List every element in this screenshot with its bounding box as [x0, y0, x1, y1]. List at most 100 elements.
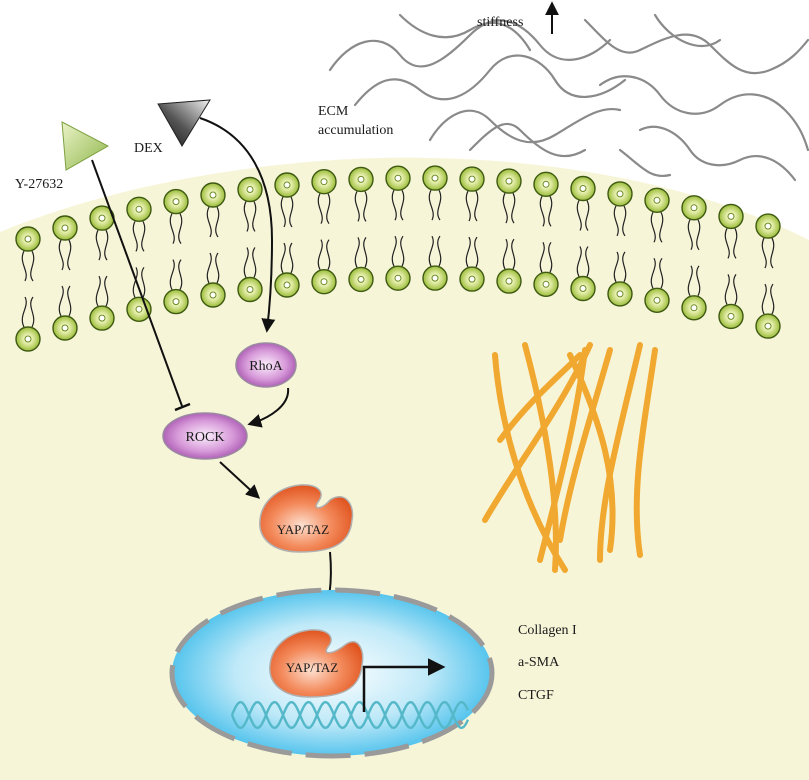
ecm-fibers [328, 13, 809, 182]
lipid-inner-tails [21, 296, 35, 328]
lipid-outer-tails [280, 196, 294, 228]
yaptaz-cytoplasm-label: YAP/TAZ [277, 522, 329, 537]
lipid-head-outer-center [283, 181, 291, 189]
lipid-inner-tails [132, 266, 146, 298]
lipid-outer-tails [502, 192, 516, 224]
lipid-inner-tails [317, 239, 331, 270]
lipid-head-inner-center [764, 322, 772, 330]
target-gene-ctgf: CTGF [518, 688, 554, 703]
rock-node [162, 412, 248, 460]
lipid-head-inner-center [61, 324, 69, 332]
y27632-label: Y-27632 [15, 177, 63, 192]
lipid-inner-tails [280, 242, 294, 274]
lipid-head-inner-center [24, 335, 32, 343]
y27632-inhibition-bar [174, 402, 191, 412]
lipid-head-inner-center [283, 281, 291, 289]
lipid-head-outer-center [394, 174, 402, 182]
lipid-inner-tails [169, 259, 183, 290]
lipid-head-inner-center [431, 274, 439, 282]
lipid-head-outer-center [764, 222, 772, 230]
dna-helix [230, 700, 470, 730]
lipid-head-outer-center [209, 191, 217, 199]
lipid-outer-tails [724, 228, 738, 259]
dex-label: DEX [134, 141, 163, 156]
lipid-outer-tails [95, 229, 109, 261]
lipid-head-inner-center [320, 278, 328, 286]
lipid-inner-tails [687, 265, 701, 297]
lipid-inner-tails [465, 236, 479, 268]
lipid-head-outer-center [172, 198, 180, 206]
lipid-head-inner-center [135, 305, 143, 313]
lipid-head-inner-center [542, 280, 550, 288]
lipid-head-inner-center [653, 296, 661, 304]
lipid-inner-tails [354, 237, 368, 268]
lipid-outer-tails [354, 191, 368, 222]
lipid-outer-tails [206, 206, 220, 238]
lipid-head-inner-center [98, 314, 106, 322]
lipid-head-inner-center [727, 312, 735, 320]
nuclear-envelope [169, 587, 495, 759]
rhoa-label: RhoA [249, 359, 283, 374]
lipid-head-outer-center [246, 186, 254, 193]
lipid-head-inner-center [505, 277, 513, 285]
lipid-outer-tails [132, 221, 146, 252]
intracellular-fibers [482, 342, 658, 573]
lipid-head-outer-center [431, 174, 439, 182]
lipid-outer-tails [21, 250, 35, 282]
lipid-head-outer-center [357, 175, 365, 183]
target-gene-collagen-i: Collagen I [518, 623, 577, 638]
rhoa-to-rock-arrow [247, 387, 290, 428]
lipid-head-outer-center [61, 224, 69, 232]
lipid-head-outer-center [542, 180, 550, 188]
lipid-outer-tails [576, 200, 590, 231]
lipid-inner-tails [761, 283, 775, 315]
y27632-inhibition-line [91, 159, 183, 407]
lipid-outer-tails [687, 219, 701, 251]
lipid-outer-tails [317, 193, 331, 225]
lipid-inner-tails [502, 238, 516, 270]
rock-to-yaptaz-arrow [219, 461, 261, 499]
dex-triangle-icon [157, 99, 211, 147]
lipid-head-inner-center [209, 291, 217, 299]
lipid-inner-tails [428, 235, 442, 267]
lipid-outer-tails [169, 213, 183, 244]
lipid-inner-tails [206, 252, 220, 284]
transcription-arrow [362, 658, 446, 712]
lipid-head-inner-center [616, 290, 624, 298]
yaptaz-nucleus-node [269, 629, 364, 698]
target-gene-a-sma: a-SMA [518, 655, 560, 670]
lipid-outer-tails [391, 189, 405, 221]
lipid-head-outer-center [653, 196, 661, 204]
lipid-outer-tails [465, 190, 479, 222]
lipid-outer-tails [539, 196, 553, 227]
lipid-inner-tails [95, 275, 109, 307]
rhoa-node [235, 342, 297, 388]
lipid-outer-tails [761, 237, 775, 269]
lipid-inner-tails [539, 241, 553, 273]
lipid-head-outer-center [616, 190, 624, 198]
dna-strand-a [230, 700, 470, 730]
lipid-outer-tails [243, 201, 257, 232]
lipid-bilayer-membrane [15, 165, 781, 352]
lipid-head-inner-center [246, 286, 254, 293]
y27632-triangle-icon [61, 121, 110, 171]
lipid-head-inner-center [579, 285, 587, 292]
yaptaz-nucleus-label: YAP/TAZ [286, 660, 338, 675]
lipid-inner-tails [576, 246, 590, 277]
lipid-head-inner-center [357, 275, 365, 283]
lipid-inner-tails [613, 251, 627, 283]
ecm-label-line2: accumulation [318, 123, 393, 138]
lipid-head-inner-center [172, 298, 180, 306]
rock-label: ROCK [186, 430, 225, 445]
lipid-head-outer-center [468, 175, 476, 183]
lipid-head-outer-center [690, 204, 698, 212]
lipid-head-outer-center [579, 185, 587, 192]
lipid-inner-tails [724, 274, 738, 305]
lipid-outer-tails [650, 212, 664, 243]
lipid-outer-tails [613, 205, 627, 237]
lipid-head-outer-center [135, 205, 143, 213]
dex-to-rhoa-arrow [199, 117, 276, 333]
lipid-head-outer-center [98, 214, 106, 222]
lipid-head-outer-center [505, 177, 513, 185]
lipid-head-inner-center [468, 275, 476, 283]
